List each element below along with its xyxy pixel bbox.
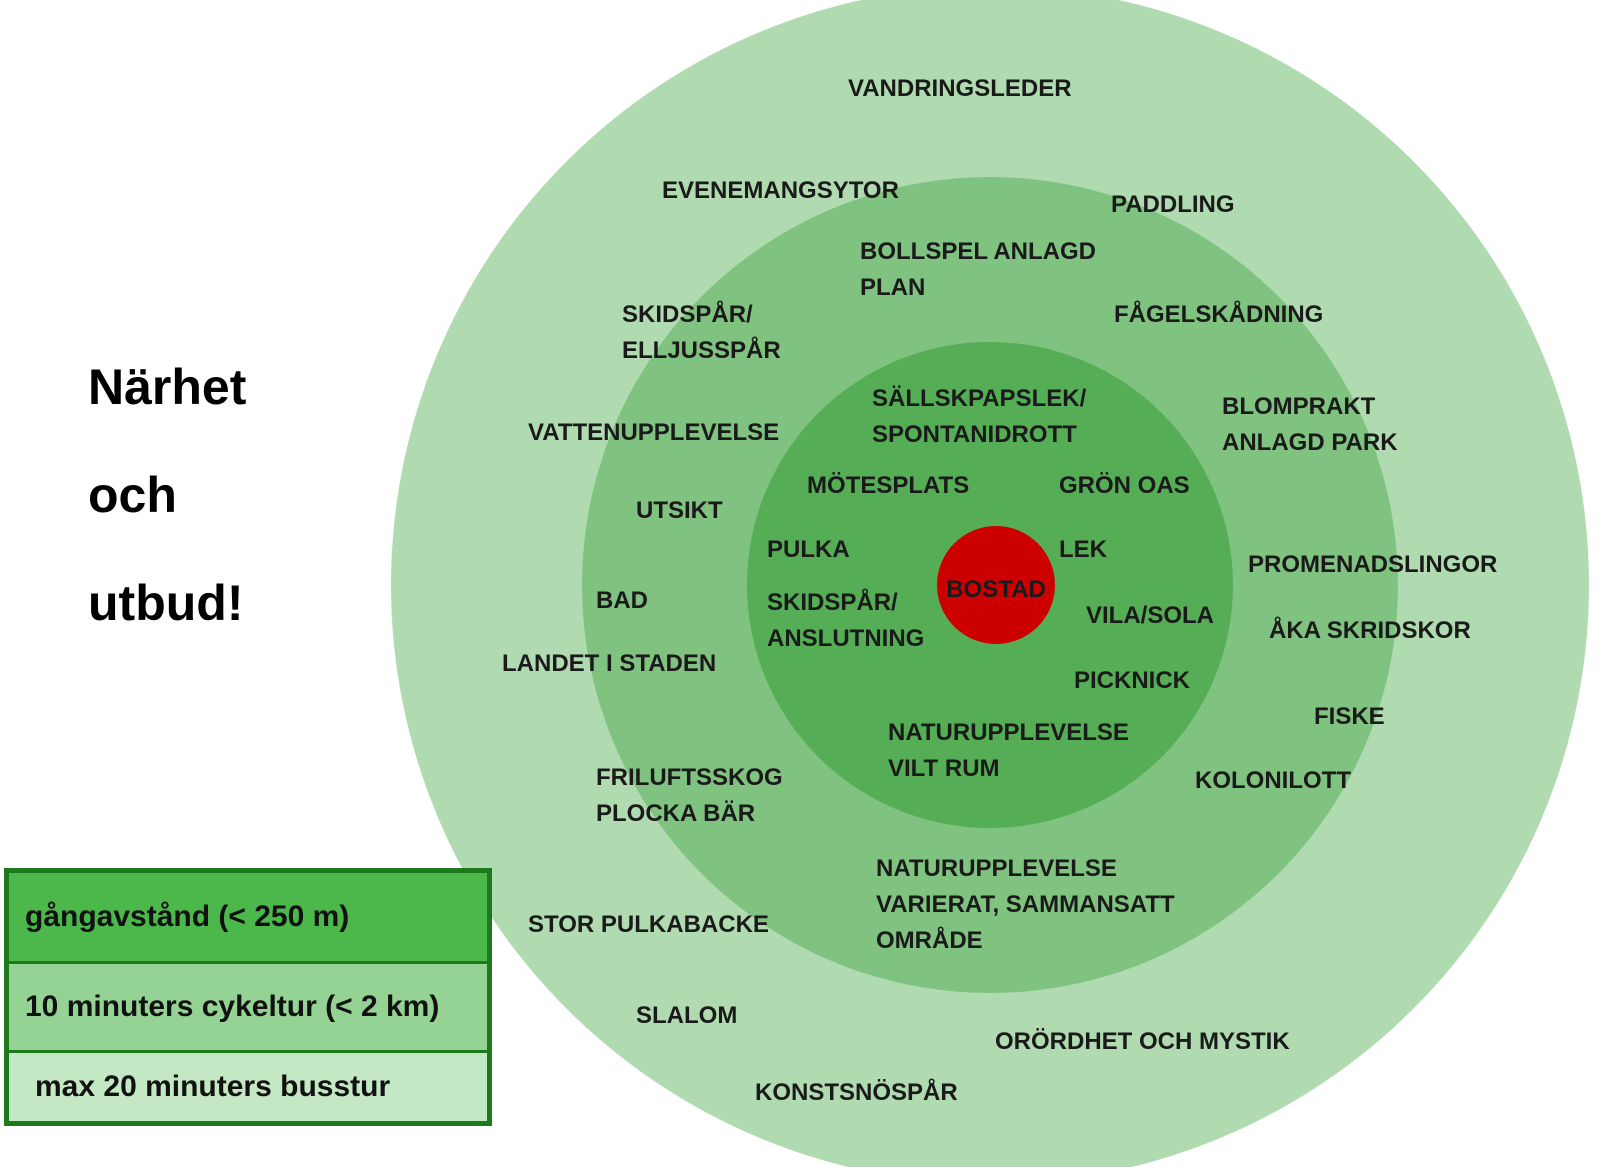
middle-ring-label: LANDET I STADEN (502, 650, 716, 677)
outer-ring-label: ORÖRDHET OCH MYSTIK (995, 1028, 1290, 1055)
outer-ring-label-line: KOLONILOTT (1195, 767, 1351, 794)
activity-labels: SÄLLSKPAPSLEK/SPONTANIDROTT MÖTESPLATS GRÖ… (502, 75, 1497, 1106)
inner-ring-label: PULKA (767, 536, 850, 563)
legend-cycling-distance: 10 minuters cykeltur (< 2 km) (9, 964, 487, 1053)
middle-ring-label-line: OMRÅDE (876, 926, 983, 954)
middle-ring-label: UTSIKT (636, 497, 723, 524)
middle-ring-label-line: FRILUFTSSKOG (596, 764, 783, 791)
legend-walking-distance: gångavstånd (< 250 m) (9, 873, 487, 964)
middle-ring-label-line: VARIERAT, SAMMANSATT (876, 891, 1175, 918)
middle-ring-label-line: ELLJUSSPÅR (622, 336, 781, 364)
middle-ring-label-line: PLAN (860, 274, 925, 301)
outer-ring-label-line: ORÖRDHET OCH MYSTIK (995, 1028, 1290, 1055)
middle-ring-label: BOLLSPEL ANLAGD PLAN (860, 238, 1096, 301)
outer-ring-label-line: SLALOM (636, 1002, 737, 1029)
inner-ring-label-line: GRÖN OAS (1059, 472, 1190, 499)
outer-ring-label: STOR PULKABACKE (528, 911, 769, 938)
outer-ring-label-line: PROMENADSLINGOR (1248, 551, 1497, 578)
outer-ring-label: KOLONILOTT (1195, 767, 1351, 794)
inner-ring-label-line: VILT RUM (888, 755, 1000, 782)
heading-word-1: Närhet (88, 359, 247, 415)
inner-ring-label: SKIDSPÅR/ANSLUTNING (767, 588, 924, 652)
inner-ring-label-line: PULKA (767, 536, 850, 563)
outer-ring-label-line: KONSTSNÖSPÅR (755, 1078, 958, 1106)
middle-ring-label: NATURUPPLEVELSE VARIERAT, SAMMANSATT OMRÅD… (876, 855, 1175, 954)
middle-ring-label: FÅGELSKÅDNING (1114, 300, 1323, 328)
outer-ring-label-line: EVENEMANGSYTOR (662, 177, 899, 204)
middle-ring-label: VATTENUPPLEVELSE (528, 419, 779, 446)
outer-ring-label: KONSTSNÖSPÅR (755, 1078, 958, 1106)
outer-ring-label: FISKE (1314, 703, 1385, 730)
inner-ring-label: VILA/SOLA (1086, 602, 1214, 629)
outer-ring-label-line: FISKE (1314, 703, 1385, 730)
inner-ring-label-line: PICKNICK (1074, 667, 1191, 694)
inner-ring-label: SÄLLSKPAPSLEK/SPONTANIDROTT (872, 385, 1087, 448)
center-home (937, 526, 1055, 644)
inner-ring-label: LEK (1059, 536, 1108, 563)
middle-ring-label-line: SKIDSPÅR/ (622, 300, 753, 328)
inner-ring-label-line: SKIDSPÅR/ (767, 588, 898, 616)
inner-ring-label-line: NATURUPPLEVELSE (888, 719, 1129, 746)
inner-ring-label-line: SPONTANIDROTT (872, 421, 1077, 448)
outer-ring-label: VANDRINGSLEDER (848, 75, 1072, 102)
outer-ring-label-line: PADDLING (1111, 191, 1235, 218)
outer-ring-label-line: STOR PULKABACKE (528, 911, 769, 938)
outer-ring-label: SLALOM (636, 1002, 737, 1029)
outer-ring-label-line: VANDRINGSLEDER (848, 75, 1072, 102)
inner-ring-label-line: MÖTESPLATS (807, 472, 969, 499)
inner-ring-label: GRÖN OAS (1059, 472, 1190, 499)
middle-ring-label-line: UTSIKT (636, 497, 723, 524)
middle-ring-label-line: VATTENUPPLEVELSE (528, 419, 779, 446)
middle-ring-label-line: BOLLSPEL ANLAGD (860, 238, 1096, 265)
outer-ring-label: EVENEMANGSYTOR (662, 177, 899, 204)
inner-ring-label-line: LEK (1059, 536, 1108, 563)
middle-ring-label-line: BLOMPRAKT (1222, 393, 1376, 420)
inner-ring-label-line: VILA/SOLA (1086, 602, 1214, 629)
center-home-label: BOSTAD (946, 576, 1046, 603)
heading-word-3: utbud! (88, 575, 244, 631)
middle-ring-label: BLOMPRAKT ANLAGD PARK (1222, 393, 1398, 456)
middle-ring-label-line: ANLAGD PARK (1222, 429, 1398, 456)
inner-ring-label-line: SÄLLSKPAPSLEK/ (872, 385, 1087, 412)
inner-ring-label: MÖTESPLATS (807, 472, 969, 499)
middle-ring-label-line: NATURUPPLEVELSE (876, 855, 1117, 882)
inner-ring-label-line: ANSLUTNING (767, 625, 924, 652)
outer-ring-label: ÅKA SKRIDSKOR (1269, 616, 1471, 644)
middle-ring-label-line: PLOCKA BÄR (596, 800, 755, 827)
middle-ring-label-line: BAD (596, 587, 648, 614)
legend: gångavstånd (< 250 m) 10 minuters cykelt… (4, 868, 492, 1126)
legend-bus-distance: max 20 minuters busstur (9, 1053, 487, 1121)
inner-ring-label: NATURUPPLEVELSE VILT RUM (888, 719, 1129, 782)
outer-ring-label: PROMENADSLINGOR (1248, 551, 1497, 578)
middle-ring-label: SKIDSPÅR/ELLJUSSPÅR (622, 300, 781, 364)
middle-ring-label: BAD (596, 587, 648, 614)
middle-ring-label: FRILUFTSSKOG PLOCKA BÄR (596, 764, 783, 827)
inner-ring-label: PICKNICK (1074, 667, 1191, 694)
middle-ring-label-line: LANDET I STADEN (502, 650, 716, 677)
middle-ring-label-line: FÅGELSKÅDNING (1114, 300, 1323, 328)
outer-ring-label: PADDLING (1111, 191, 1235, 218)
outer-ring-label-line: ÅKA SKRIDSKOR (1269, 616, 1471, 644)
heading-word-2: och (88, 467, 177, 523)
